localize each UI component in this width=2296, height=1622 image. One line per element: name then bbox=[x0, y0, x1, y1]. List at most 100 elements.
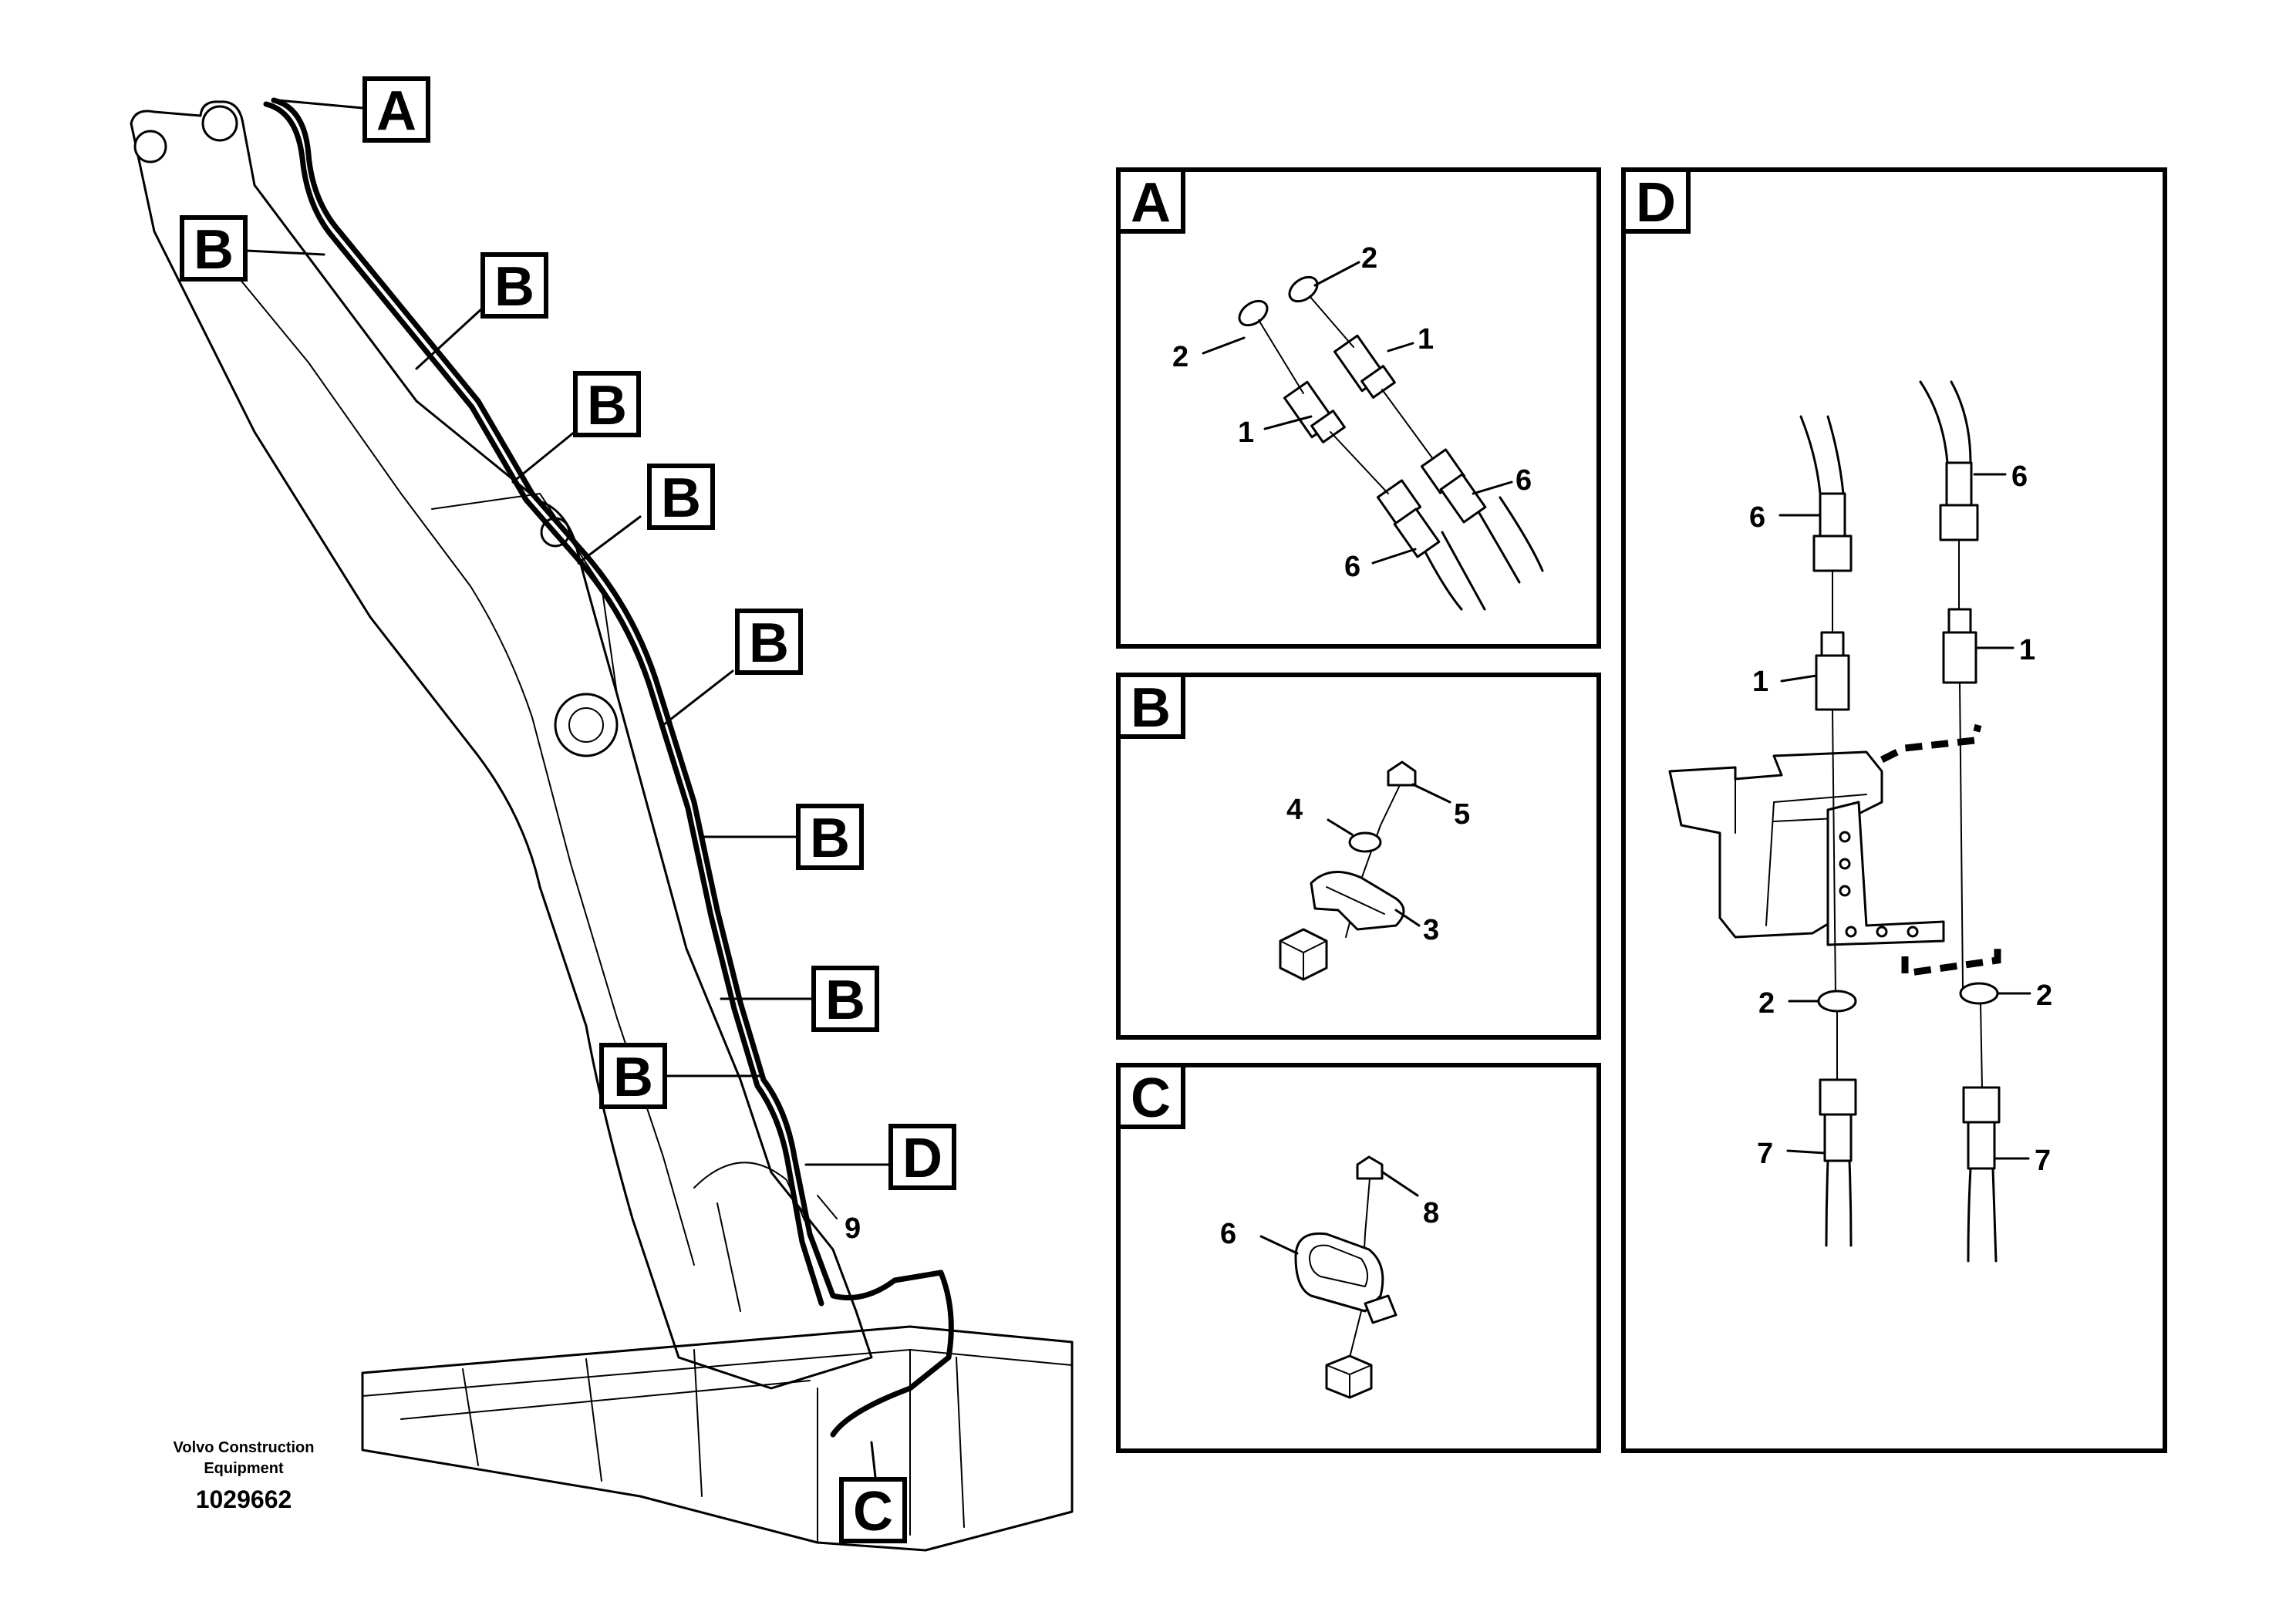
detail-c-title: C bbox=[1131, 1067, 1171, 1129]
detail-d-hose-end-7-right bbox=[1967, 1121, 1996, 1170]
detail-a-hose-right bbox=[1475, 496, 1544, 584]
detail-d-nut-7-left bbox=[1819, 1078, 1857, 1116]
callout-b-3: B bbox=[573, 371, 641, 437]
detail-a-title: A bbox=[1131, 172, 1171, 234]
boom-pivot-pin bbox=[554, 693, 619, 757]
detail-d-nut-7-right bbox=[1962, 1086, 2001, 1124]
upper-frame-deck bbox=[362, 1349, 1073, 1543]
svg-text:B: B bbox=[194, 219, 234, 281]
detail-d-label-2-right: 2 bbox=[2036, 980, 2052, 1012]
arm-pin-left bbox=[133, 130, 167, 164]
detail-d-hose-lower-right bbox=[1967, 1167, 1998, 1263]
upper-frame-ribs bbox=[462, 1349, 965, 1528]
detail-a-seal-right bbox=[1288, 275, 1319, 303]
detail-d-hose-end-6-right bbox=[1945, 461, 1973, 507]
callout-b-7: B bbox=[811, 966, 879, 1032]
detail-d-label-7-right: 7 bbox=[2035, 1145, 2051, 1177]
detail-d-hose-end-6-left bbox=[1819, 492, 1846, 538]
caption-line-2: Equipment bbox=[204, 1460, 284, 1477]
detail-panel-a: A 2 2 1 1 6 6 bbox=[1116, 167, 1601, 649]
svg-text:B: B bbox=[613, 1047, 653, 1108]
detail-panel-d: D bbox=[1621, 167, 2167, 1453]
detail-d-label-6-right: 6 bbox=[2011, 460, 2028, 493]
hose-run-second bbox=[263, 101, 824, 1307]
document-number: 1029662 bbox=[196, 1485, 292, 1513]
callout-b-1: B bbox=[180, 215, 248, 282]
hose-run bbox=[271, 97, 954, 1438]
detail-d-adapter-hex-right bbox=[1947, 608, 1972, 634]
item-9-label: 9 bbox=[845, 1212, 861, 1245]
detail-d-label-1-right: 1 bbox=[2019, 634, 2035, 666]
svg-text:C: C bbox=[853, 1481, 893, 1543]
detail-b-label-4: 4 bbox=[1286, 794, 1303, 826]
arm-pin-right bbox=[201, 105, 238, 142]
boom-outline bbox=[130, 100, 873, 1390]
svg-text:B: B bbox=[810, 808, 850, 869]
svg-text:B: B bbox=[587, 375, 627, 437]
boom-inner-edge bbox=[200, 231, 695, 1266]
detail-c-clamp-outer bbox=[1294, 1232, 1384, 1313]
detail-b-clamp-loop bbox=[1326, 886, 1385, 915]
caption-line-1: Volvo Construction bbox=[174, 1439, 315, 1456]
detail-c-clamp-inner bbox=[1309, 1244, 1369, 1287]
detail-d-hose-end-7-left bbox=[1823, 1113, 1853, 1162]
detail-d-hose-upper-left bbox=[1799, 415, 1845, 495]
svg-text:B: B bbox=[825, 969, 865, 1031]
detail-panel-b: B 4 5 3 bbox=[1116, 673, 1601, 1040]
detail-d-hose-lower-left bbox=[1825, 1159, 1853, 1247]
detail-d-title: D bbox=[1636, 172, 1676, 234]
upper-frame bbox=[361, 1325, 1074, 1552]
detail-a-label-2-left: 2 bbox=[1172, 341, 1188, 373]
detail-d-label-6-left: 6 bbox=[1749, 501, 1765, 534]
detail-d-adapter-1-left bbox=[1815, 654, 1850, 711]
callout-b-6: B bbox=[796, 804, 864, 870]
drawing-caption: Volvo Construction Equipment 1029662 bbox=[174, 1439, 315, 1513]
detail-b-bolt-head bbox=[1387, 760, 1417, 787]
callout-b-5: B bbox=[735, 609, 803, 675]
detail-a-axis-right bbox=[1309, 295, 1434, 460]
detail-a-hose-end-right bbox=[1439, 473, 1487, 524]
detail-a-label-1-left: 1 bbox=[1238, 416, 1254, 449]
boom-pivot-pin-inner bbox=[568, 707, 604, 743]
svg-text:A: A bbox=[376, 80, 416, 142]
detail-d-hose-upper-right bbox=[1919, 380, 1972, 464]
callout-b-2: B bbox=[480, 252, 548, 319]
detail-b-label-3: 3 bbox=[1423, 914, 1439, 946]
callout-b-4: B bbox=[647, 464, 715, 530]
detail-d-adapter-1-right bbox=[1942, 631, 1977, 684]
detail-a-label-1-right: 1 bbox=[1418, 323, 1434, 356]
svg-text:B: B bbox=[661, 467, 701, 529]
detail-a-label-2-top: 2 bbox=[1361, 242, 1377, 275]
detail-d-label-1-left: 1 bbox=[1752, 666, 1768, 698]
detail-c-label-6: 6 bbox=[1220, 1218, 1236, 1250]
detail-a-axis-left bbox=[1258, 319, 1389, 494]
detail-b-title: B bbox=[1131, 677, 1171, 739]
callout-b-8: B bbox=[599, 1043, 667, 1109]
detail-d-mount-plate bbox=[1826, 801, 1945, 946]
detail-d-adapter-hex-left bbox=[1820, 631, 1845, 657]
detail-d-nut-6-left bbox=[1812, 534, 1853, 572]
detail-d-label-7-left: 7 bbox=[1757, 1138, 1773, 1170]
callout-leaders bbox=[245, 99, 892, 1479]
detail-d-dashed-lower bbox=[1901, 941, 2001, 978]
callout-c: C bbox=[839, 1477, 907, 1543]
detail-a-label-6-right: 6 bbox=[1515, 464, 1532, 497]
detail-c-label-8: 8 bbox=[1423, 1197, 1439, 1229]
svg-text:B: B bbox=[749, 612, 789, 674]
boom-assembly-view: A B B B B B B B bbox=[130, 76, 1074, 1552]
svg-text:B: B bbox=[494, 256, 534, 318]
detail-a-hose-end-left bbox=[1393, 508, 1441, 558]
detail-b-washer bbox=[1348, 831, 1382, 853]
callout-d: D bbox=[888, 1124, 956, 1190]
callout-a: A bbox=[362, 76, 430, 143]
boom-foot-bracket bbox=[693, 1162, 818, 1312]
detail-d-label-2-left: 2 bbox=[1758, 987, 1775, 1020]
detail-a-adapter-hex-right bbox=[1360, 365, 1396, 399]
detail-d-dashed-upper bbox=[1880, 723, 1982, 764]
detail-b-label-5: 5 bbox=[1454, 798, 1470, 831]
detail-d-seal-2-left bbox=[1817, 990, 1857, 1013]
detail-d-seal-2-right bbox=[1959, 982, 1999, 1005]
detail-c-clamp-tab bbox=[1364, 1294, 1397, 1324]
svg-text:D: D bbox=[902, 1128, 942, 1189]
